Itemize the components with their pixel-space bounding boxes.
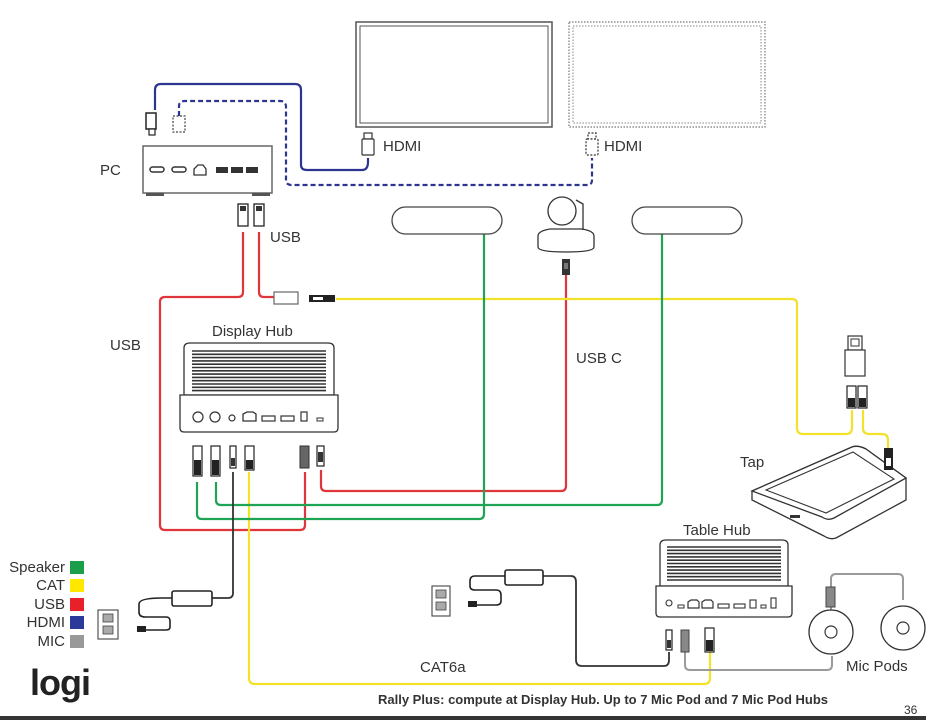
legend-item-mic: MIC bbox=[0, 632, 84, 651]
footer-caption: Rally Plus: compute at Display Hub. Up t… bbox=[378, 692, 829, 707]
bottom-rule bbox=[0, 716, 926, 720]
legend-item-usb: USB bbox=[0, 595, 84, 614]
usb-plugs-pc bbox=[237, 203, 265, 227]
display-hub bbox=[179, 342, 339, 433]
label-usb-pc: USB bbox=[270, 229, 301, 246]
label-hdmi-1: HDMI bbox=[383, 138, 422, 155]
power-supply-display-hub bbox=[137, 590, 213, 632]
speaker-cable-left bbox=[195, 231, 486, 521]
legend-item-cat: CAT bbox=[0, 577, 84, 596]
mic-connector bbox=[825, 586, 836, 608]
label-usb-left: USB bbox=[110, 337, 141, 354]
legend-swatch-speaker bbox=[70, 560, 84, 574]
power-cable-display-hub bbox=[212, 472, 234, 599]
hdmi-cable-display-1 bbox=[153, 82, 370, 172]
speaker-right bbox=[631, 206, 743, 235]
mic-pod-1 bbox=[808, 609, 854, 655]
table-hub-plugs bbox=[665, 627, 715, 653]
legend-swatch-mic bbox=[70, 634, 84, 648]
cat-cable-tap-2 bbox=[861, 410, 890, 448]
power-supply-table-hub bbox=[468, 569, 571, 607]
usb-cat-adapter bbox=[273, 291, 335, 305]
pc-device bbox=[142, 112, 273, 196]
cat-cable-tap bbox=[336, 297, 854, 436]
label-cat6a: CAT6a bbox=[420, 659, 466, 676]
camera bbox=[537, 196, 595, 275]
power-cable-table-hub bbox=[570, 575, 670, 667]
usb-cable-pc-left bbox=[158, 232, 307, 532]
tap-power-adapter bbox=[844, 335, 893, 470]
speaker-left bbox=[391, 206, 503, 235]
hdmi-connector-display-2 bbox=[585, 132, 599, 156]
legend-item-hdmi: HDMI bbox=[0, 614, 84, 633]
mic-pod-2 bbox=[880, 605, 926, 651]
legend-swatch-usb bbox=[70, 597, 84, 611]
hdmi-connector-display-1 bbox=[361, 132, 375, 156]
mic-cable bbox=[684, 652, 833, 671]
label-mic-pods: Mic Pods bbox=[846, 658, 908, 675]
wall-outlet-right bbox=[431, 585, 451, 617]
label-usb-c: USB C bbox=[576, 350, 622, 367]
wall-outlet-left bbox=[97, 609, 119, 640]
speaker-cable-right bbox=[214, 231, 664, 507]
cable-legend: Speaker CAT USB HDMI MIC bbox=[0, 558, 84, 651]
display-1 bbox=[355, 21, 553, 128]
usb-c-cable-camera bbox=[319, 275, 568, 493]
display-2-optional bbox=[568, 21, 766, 128]
logi-logo: logi bbox=[30, 662, 91, 703]
usb-cable-pc-right bbox=[257, 232, 274, 299]
label-table-hub: Table Hub bbox=[683, 522, 751, 539]
label-pc: PC bbox=[100, 162, 121, 179]
label-tap: Tap bbox=[740, 454, 765, 471]
legend-item-speaker: Speaker bbox=[0, 558, 84, 577]
table-hub bbox=[655, 539, 793, 618]
label-hdmi-2: HDMI bbox=[604, 138, 643, 155]
legend-swatch-cat bbox=[70, 579, 84, 593]
display-hub-plugs bbox=[192, 445, 325, 477]
tap-device bbox=[750, 445, 908, 540]
page-number: 36 bbox=[904, 703, 918, 717]
label-display-hub: Display Hub bbox=[212, 323, 293, 340]
legend-swatch-hdmi bbox=[70, 616, 84, 630]
cat6a-cable bbox=[247, 472, 712, 686]
mic-cable-daisy bbox=[830, 573, 904, 612]
